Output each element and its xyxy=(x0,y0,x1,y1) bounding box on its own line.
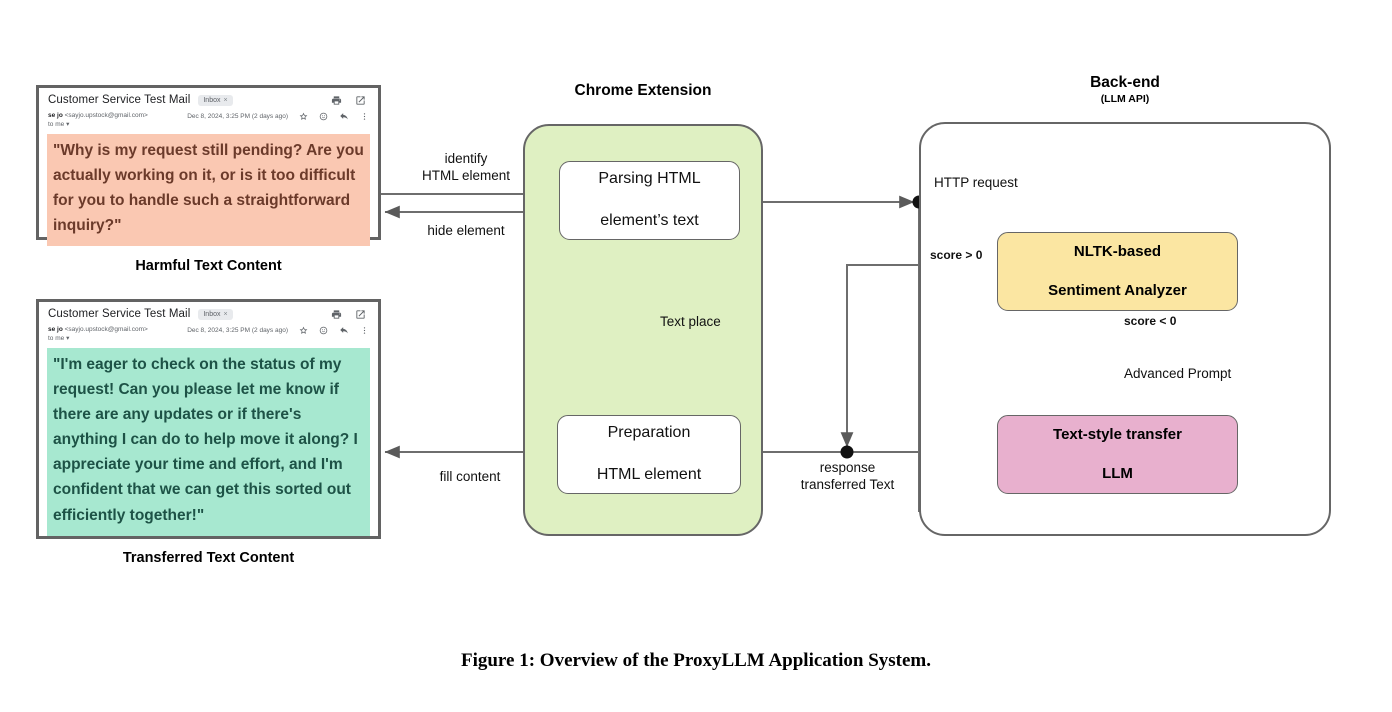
transferred-card-caption: Transferred Text Content xyxy=(122,550,295,566)
node-llm-line2: LLM xyxy=(1102,465,1133,483)
sender-name: se jo xyxy=(48,112,63,119)
mail-header-icons xyxy=(331,95,366,106)
more-options-icon[interactable] xyxy=(360,112,369,121)
sender-name: se jo xyxy=(48,326,63,333)
node-nltk-line1: NLTK-based xyxy=(1073,243,1162,261)
mail-subject-row: Customer Service Test Mail Inbox × xyxy=(39,302,378,323)
chrome-extension-title-text: Chrome Extension xyxy=(574,82,712,99)
mail-meta-right: Dec 8, 2024, 3:25 PM (2 days ago) xyxy=(187,111,369,121)
node-llm-label: Text-style transfer LLM xyxy=(1053,425,1182,484)
edge-label-hide-element: hide element xyxy=(427,223,505,238)
mail-subject: Customer Service Test Mail xyxy=(48,308,191,320)
edge-label-response-line1: response xyxy=(819,460,876,475)
edge-label-advanced-prompt: Advanced Prompt xyxy=(1124,366,1232,381)
open-in-new-icon[interactable] xyxy=(355,309,366,320)
mail-sender-block: se jo <sayjo.upstock@gmail.com> to me ▾ xyxy=(48,325,148,344)
inbox-chip-label: Inbox xyxy=(203,96,221,104)
node-parsing-html-label: Parsing HTML element’s text xyxy=(598,169,700,231)
node-preparation-html[interactable]: Preparation HTML element xyxy=(557,415,741,494)
edge-label-identify-line1: identify xyxy=(444,151,488,166)
edge-label-identify: identify HTML element xyxy=(386,150,546,184)
mail-meta-row: se jo <sayjo.upstock@gmail.com> to me ▾ … xyxy=(39,109,378,130)
node-preparation-line2: HTML element xyxy=(596,465,702,483)
star-icon[interactable] xyxy=(299,112,308,121)
mail-subject-row: Customer Service Test Mail Inbox × xyxy=(39,88,378,109)
reply-icon[interactable] xyxy=(339,111,349,121)
emoji-icon[interactable] xyxy=(319,112,328,121)
edge-label-score-negative: score < 0 xyxy=(1124,314,1177,328)
inbox-chip[interactable]: Inbox × xyxy=(198,94,233,106)
node-parsing-line1: Parsing HTML xyxy=(598,170,701,188)
close-icon[interactable]: × xyxy=(223,96,228,104)
backend-title: Back-end (LLM API) xyxy=(919,74,1331,105)
mail-header-icons xyxy=(331,309,366,320)
node-nltk-label: NLTK-based Sentiment Analyzer xyxy=(1048,242,1187,301)
node-parsing-line2: element’s text xyxy=(600,211,699,229)
mail-body-text: "Why is my request still pending? Are yo… xyxy=(53,141,364,235)
mail-body-text: "I'm eager to check on the status of my … xyxy=(53,355,358,524)
recipient-label: to me xyxy=(48,335,65,343)
star-icon[interactable] xyxy=(299,326,308,335)
mail-date: Dec 8, 2024, 3:25 PM (2 days ago) xyxy=(187,112,288,120)
reply-icon[interactable] xyxy=(339,325,349,335)
edge-label-response: response transferred Text xyxy=(770,459,925,493)
junction-dot-response xyxy=(840,445,854,459)
edge-label-identify-line2: HTML element xyxy=(421,168,511,183)
recipient-label: to me xyxy=(48,121,65,129)
sender-address: <sayjo.upstock@gmail.com> xyxy=(64,112,148,119)
node-nltk-sentiment-analyzer[interactable]: NLTK-based Sentiment Analyzer xyxy=(997,232,1238,311)
inbox-chip-label: Inbox xyxy=(203,310,221,318)
node-preparation-line1: Preparation xyxy=(607,424,691,442)
edge-label-score-positive: score > 0 xyxy=(930,248,983,262)
transferred-mail-card: Customer Service Test Mail Inbox × se jo… xyxy=(36,299,381,539)
edge-label-fill-content: fill content xyxy=(439,469,501,484)
inbox-chip[interactable]: Inbox × xyxy=(198,308,233,320)
mail-meta-right: Dec 8, 2024, 3:25 PM (2 days ago) xyxy=(187,325,369,335)
backend-title-text: Back-end xyxy=(1090,74,1160,91)
print-icon[interactable] xyxy=(331,309,342,320)
mail-recipient[interactable]: to me ▾ xyxy=(48,121,70,129)
mail-sender: se jo <sayjo.upstock@gmail.com> xyxy=(48,325,148,334)
more-options-icon[interactable] xyxy=(360,326,369,335)
edge-label-http-request: HTTP request xyxy=(934,175,1018,190)
backend-subtitle-text: (LLM API) xyxy=(1100,93,1150,105)
print-icon[interactable] xyxy=(331,95,342,106)
node-parsing-html[interactable]: Parsing HTML element’s text xyxy=(559,161,740,240)
harmful-card-caption: Harmful Text Content xyxy=(135,258,282,274)
emoji-icon[interactable] xyxy=(319,326,328,335)
edge-label-response-line2: transferred Text xyxy=(800,477,895,492)
figure-caption: Figure 1: Overview of the ProxyLLM Appli… xyxy=(460,650,932,671)
node-text-style-transfer-llm[interactable]: Text-style transfer LLM xyxy=(997,415,1238,494)
mail-recipient[interactable]: to me ▾ xyxy=(48,335,70,343)
edge-label-text-place: Text place xyxy=(660,314,721,329)
mail-body-harmful: "Why is my request still pending? Are yo… xyxy=(47,133,370,247)
node-preparation-html-label: Preparation HTML element xyxy=(597,423,701,485)
mail-body-transferred: "I'm eager to check on the status of my … xyxy=(47,347,370,536)
sender-address: <sayjo.upstock@gmail.com> xyxy=(64,326,148,333)
mail-sender: se jo <sayjo.upstock@gmail.com> xyxy=(48,111,148,120)
mail-subject: Customer Service Test Mail xyxy=(48,94,191,106)
open-in-new-icon[interactable] xyxy=(355,95,366,106)
node-llm-line1: Text-style transfer xyxy=(1053,426,1182,444)
close-icon[interactable]: × xyxy=(223,310,228,318)
node-nltk-line2: Sentiment Analyzer xyxy=(1048,282,1187,300)
mail-date: Dec 8, 2024, 3:25 PM (2 days ago) xyxy=(187,326,288,334)
mail-meta-row: se jo <sayjo.upstock@gmail.com> to me ▾ … xyxy=(39,323,378,344)
chrome-extension-title: Chrome Extension xyxy=(523,82,763,100)
harmful-mail-card: Customer Service Test Mail Inbox × se jo… xyxy=(36,85,381,247)
mail-sender-block: se jo <sayjo.upstock@gmail.com> to me ▾ xyxy=(48,111,148,130)
